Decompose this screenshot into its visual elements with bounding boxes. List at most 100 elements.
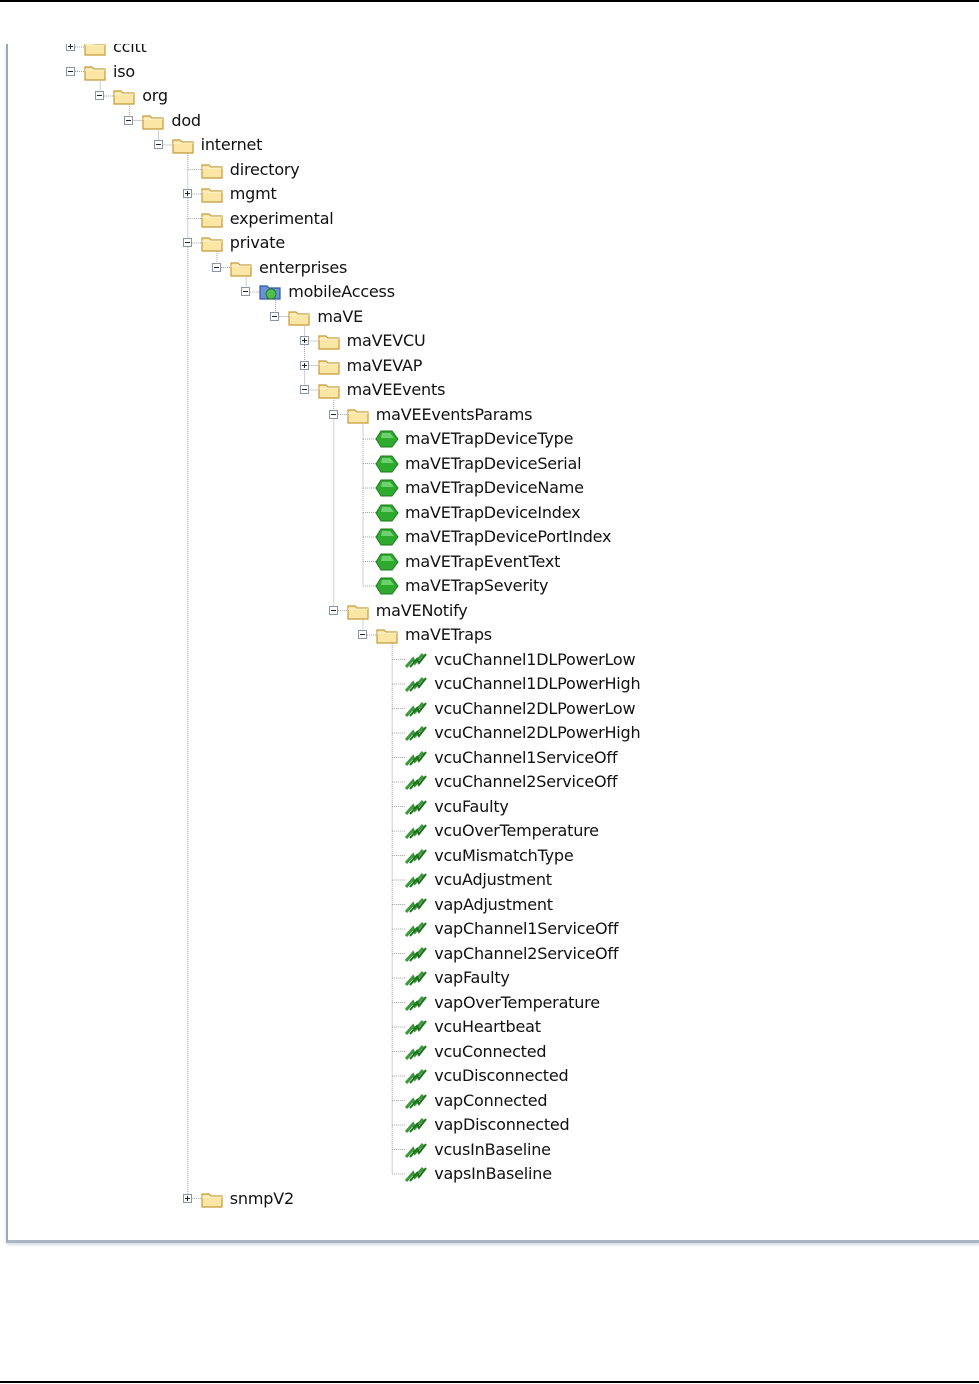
tree-node-label: vapAdjustment bbox=[434, 894, 553, 914]
tree-node-label: maVEEventsParams bbox=[375, 404, 533, 424]
notification-icon bbox=[404, 748, 428, 768]
collapse-icon[interactable] bbox=[153, 140, 163, 149]
notification-icon bbox=[404, 821, 428, 841]
tree-node-label: maVETrapDevicePortIndex bbox=[405, 527, 612, 546]
collapse-icon[interactable] bbox=[358, 630, 367, 639]
folder-open-icon bbox=[287, 307, 311, 327]
collapse-icon[interactable] bbox=[66, 66, 75, 76]
tree-node-label: vcuChannel2ServiceOff bbox=[434, 772, 618, 791]
notification-icon bbox=[404, 1042, 428, 1062]
collapse-icon[interactable] bbox=[95, 91, 105, 100]
tree-node-label: vcuDisconnected bbox=[434, 1066, 569, 1085]
folder-open-icon bbox=[200, 233, 224, 253]
collapse-icon[interactable] bbox=[299, 385, 309, 394]
tree-node-label: vcuChannel2DLPowerHigh bbox=[434, 723, 641, 742]
scalar-object-icon bbox=[375, 552, 399, 572]
tree-node-label: directory bbox=[229, 159, 300, 179]
tree-node-label: vcusInBaseline bbox=[434, 1139, 551, 1159]
notification-icon bbox=[404, 1066, 428, 1086]
tree-node-label: vcuHeartbeat bbox=[434, 1017, 541, 1036]
notification-icon bbox=[404, 1164, 428, 1184]
notification-icon bbox=[404, 1115, 428, 1135]
folder-icon bbox=[200, 184, 224, 204]
tree-node-label: maVETrapDeviceType bbox=[405, 429, 574, 448]
expand-icon[interactable] bbox=[182, 189, 192, 198]
scalar-object-icon bbox=[375, 429, 399, 449]
expand-icon[interactable] bbox=[299, 336, 309, 345]
notification-icon bbox=[404, 1140, 428, 1160]
tree-node-label: iso bbox=[113, 61, 135, 81]
scalar-object-icon bbox=[375, 503, 399, 523]
tree-node-label: enterprises bbox=[259, 257, 348, 277]
tree-node-label: experimental bbox=[229, 208, 334, 228]
tree-node-label: vapsInBaseline bbox=[434, 1164, 552, 1183]
tree-node-label: vcuChannel1DLPowerLow bbox=[434, 649, 636, 669]
folder-open-icon bbox=[317, 380, 341, 400]
tree-node-label: dod bbox=[171, 110, 201, 130]
tree-node-label: maVETrapSeverity bbox=[405, 576, 549, 595]
tree-node-label: vapChannel1ServiceOff bbox=[434, 919, 619, 938]
tree-node-label: vapOverTemperature bbox=[434, 992, 600, 1012]
folder-open-icon bbox=[346, 405, 370, 425]
tree-node-label: vcuChannel2DLPowerLow bbox=[434, 698, 636, 718]
module-icon bbox=[258, 282, 282, 302]
folder-icon bbox=[200, 160, 224, 180]
collapse-icon[interactable] bbox=[270, 311, 280, 321]
tree-node-label: vapChannel2ServiceOff bbox=[434, 943, 619, 963]
scalar-object-icon bbox=[375, 527, 399, 547]
folder-open-icon bbox=[112, 86, 136, 106]
folder-open-icon bbox=[141, 111, 165, 131]
notification-icon bbox=[404, 1017, 428, 1037]
mib-tree-panel[interactable]: ccitt iso org dod internet directory mgm… bbox=[6, 44, 979, 1243]
collapse-icon[interactable] bbox=[328, 409, 338, 419]
folder-open-icon bbox=[83, 62, 107, 82]
notification-icon bbox=[404, 968, 428, 988]
expand-icon[interactable] bbox=[299, 360, 309, 370]
tree-node-label: vcuChannel1ServiceOff bbox=[434, 747, 618, 767]
tree-node-label: private bbox=[229, 233, 285, 252]
notification-icon bbox=[404, 699, 428, 719]
folder-open-icon bbox=[346, 601, 370, 621]
tree-node-label: vapFaulty bbox=[434, 968, 510, 987]
tree-node-label: vcuFaulty bbox=[434, 796, 509, 816]
folder-icon bbox=[83, 44, 107, 57]
tree-node-label: internet bbox=[200, 135, 263, 154]
tree-node-label: vapDisconnected bbox=[434, 1115, 570, 1134]
tree-node-label: maVETraps bbox=[405, 625, 492, 644]
collapse-icon[interactable] bbox=[241, 287, 251, 296]
notification-icon bbox=[404, 919, 428, 939]
collapse-icon[interactable] bbox=[328, 605, 338, 615]
notification-icon bbox=[404, 870, 428, 890]
tree-connector-lines bbox=[71, 46, 407, 1199]
collapse-icon[interactable] bbox=[212, 262, 221, 272]
page-bottom-rule bbox=[0, 1381, 979, 1383]
notification-icon bbox=[404, 846, 428, 866]
notification-icon bbox=[404, 993, 428, 1013]
tree-node-label: vcuChannel1DLPowerHigh bbox=[434, 674, 641, 693]
notification-icon bbox=[404, 723, 428, 743]
tree-node-label: ccitt bbox=[113, 44, 147, 56]
scalar-object-icon bbox=[375, 454, 399, 474]
tree-node-label: vcuConnected bbox=[434, 1041, 547, 1061]
notification-icon bbox=[404, 895, 428, 915]
tree-node-label: vcuOverTemperature bbox=[434, 821, 599, 840]
expand-icon[interactable] bbox=[182, 1193, 192, 1203]
notification-icon bbox=[404, 650, 428, 670]
tree-node-label: mgmt bbox=[229, 184, 277, 203]
tree-node-label: vapConnected bbox=[434, 1090, 548, 1110]
page-top-rule bbox=[0, 0, 979, 2]
tree-node-label: org bbox=[142, 86, 168, 105]
folder-icon bbox=[317, 356, 341, 376]
notification-icon bbox=[404, 1091, 428, 1111]
tree-node-label: maVETrapEventText bbox=[405, 551, 561, 571]
folder-open-icon bbox=[229, 258, 253, 278]
folder-icon bbox=[317, 331, 341, 351]
folder-open-icon bbox=[375, 625, 399, 645]
collapse-icon[interactable] bbox=[124, 115, 134, 125]
expand-icon[interactable] bbox=[66, 44, 75, 51]
notification-icon bbox=[404, 944, 428, 964]
tree-node-label: maVETrapDeviceName bbox=[405, 478, 584, 497]
scalar-object-icon bbox=[375, 576, 399, 596]
collapse-icon[interactable] bbox=[182, 238, 192, 247]
tree-node-label: maVETrapDeviceSerial bbox=[405, 453, 582, 473]
